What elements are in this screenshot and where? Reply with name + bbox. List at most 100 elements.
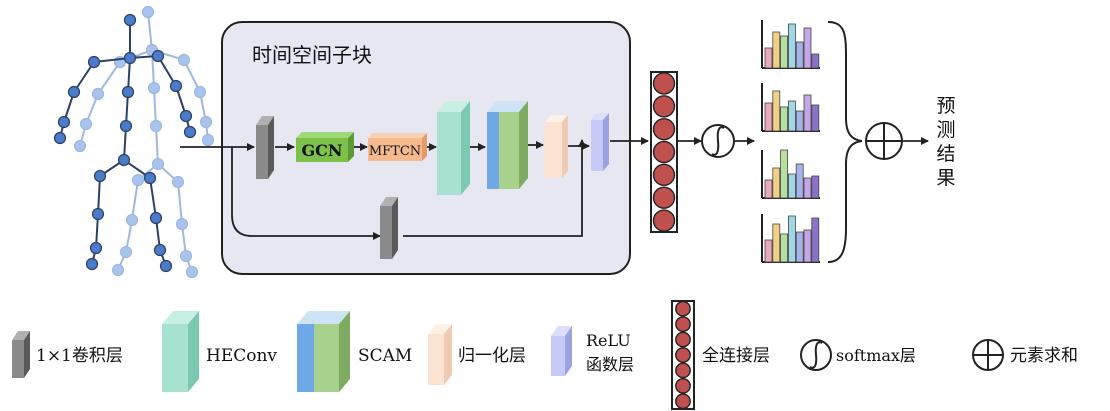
prediction-histograms <box>761 20 820 263</box>
skeleton-joint <box>67 85 81 99</box>
skeleton-joint <box>153 243 167 257</box>
skeleton-joint <box>123 13 137 27</box>
legend-scam-label: SCAM <box>358 346 412 366</box>
skeleton-joint <box>91 87 105 101</box>
skeleton-joint <box>177 53 191 67</box>
histogram-bar <box>795 110 804 132</box>
skeleton-joint <box>201 133 215 147</box>
histogram-bar <box>764 179 773 199</box>
histogram-bar <box>811 104 820 132</box>
histogram-bar <box>772 167 781 199</box>
legend-norm-icon <box>428 324 452 385</box>
histogram-bar <box>803 94 812 132</box>
skeleton-joint <box>151 157 165 171</box>
skeleton-joint <box>151 49 165 63</box>
skeleton-bone <box>177 181 183 225</box>
legend-softmax-icon <box>800 339 832 371</box>
skeleton-joint <box>79 117 93 131</box>
skip-merge-arrow <box>403 139 586 237</box>
fc-node <box>675 362 691 379</box>
skeleton-joint <box>87 55 101 69</box>
skeleton-joint <box>149 211 163 225</box>
histogram-bar <box>788 215 796 263</box>
legend-relu-label-1: ReLU <box>586 331 631 350</box>
skeleton-joint <box>175 217 189 231</box>
norm-block <box>545 115 568 178</box>
skeleton-joint <box>199 115 213 129</box>
skeleton-joint <box>53 131 67 145</box>
skeleton-joint <box>111 263 125 277</box>
fc-node <box>652 209 676 232</box>
histogram-bar <box>780 233 788 263</box>
skeleton-joint <box>85 257 99 271</box>
legend-scam-icon <box>297 311 350 392</box>
result-char-4: 果 <box>936 167 955 189</box>
fc-node <box>652 140 676 164</box>
skeleton-joint <box>193 85 207 99</box>
histogram-bar <box>788 173 796 199</box>
histogram-bar <box>780 106 788 132</box>
histogram-bar <box>811 53 820 69</box>
histogram-bar <box>772 90 781 132</box>
histogram-bar <box>764 102 773 132</box>
histogram-bar <box>788 100 796 132</box>
result-char-1: 预 <box>936 95 955 117</box>
legend-softmax-label: softmax层 <box>836 346 916 365</box>
skeleton-joint <box>143 171 157 185</box>
histogram-bar <box>803 229 812 263</box>
histogram-bar <box>795 41 804 69</box>
histogram-bar <box>803 177 812 199</box>
legend-heconv-icon <box>162 311 199 392</box>
circle-plus-icon <box>865 122 903 160</box>
prediction-result-label: 预 测 结 果 <box>936 95 955 189</box>
skeleton-bone <box>131 179 139 221</box>
histogram-bar <box>780 35 788 69</box>
fc-node <box>675 393 691 410</box>
fc-node <box>675 331 691 348</box>
skeleton-joint <box>179 249 193 263</box>
heconv-block <box>437 101 470 195</box>
result-char-2: 测 <box>936 119 955 141</box>
panel-title: 时间空间子块 <box>252 43 372 67</box>
histogram-bar <box>764 47 773 69</box>
legend-heconv-label: HEConv <box>206 346 277 366</box>
fc-node <box>652 117 676 141</box>
softmax-integral-icon <box>701 124 735 158</box>
legend-fc-icon <box>671 300 695 410</box>
legend-fc-label: 全连接层 <box>702 346 770 366</box>
mftcn-block: MFTCN <box>368 133 427 161</box>
histogram-bar <box>811 217 820 263</box>
skeleton-bone <box>153 87 157 127</box>
skeleton-figure <box>53 5 215 279</box>
gcn-block: GCN <box>296 132 354 162</box>
fc-node <box>652 186 676 209</box>
mftcn-label: MFTCN <box>369 144 421 159</box>
skeleton-joint <box>91 207 105 221</box>
skeleton-joint <box>179 109 193 123</box>
conv1x1-block-skip <box>380 197 398 259</box>
histogram-bar <box>764 239 773 263</box>
scam-block <box>487 101 528 189</box>
skeleton-joint <box>147 81 161 95</box>
result-char-3: 结 <box>936 143 955 165</box>
legend-conv-label: 1×1卷积层 <box>36 346 123 366</box>
skeleton-joint <box>171 175 185 189</box>
fc-node <box>675 377 691 394</box>
fc-node <box>652 95 676 118</box>
skip-branch-arrow <box>231 147 381 240</box>
histogram-bar <box>788 23 796 69</box>
legend-sum-icon <box>972 339 1004 371</box>
legend-relu-icon <box>551 326 572 376</box>
brace <box>827 21 863 263</box>
skeleton-joint <box>119 119 133 133</box>
histogram-bar <box>803 27 812 69</box>
histogram-icon <box>761 83 820 132</box>
skeleton-joint <box>57 115 71 129</box>
skeleton-bone <box>149 177 157 219</box>
fc-node <box>675 347 691 363</box>
histogram-bar <box>780 149 788 199</box>
skeleton-joint <box>141 5 155 19</box>
relu-block <box>591 113 609 171</box>
fc-node <box>652 72 676 95</box>
histogram-bar <box>772 223 781 263</box>
